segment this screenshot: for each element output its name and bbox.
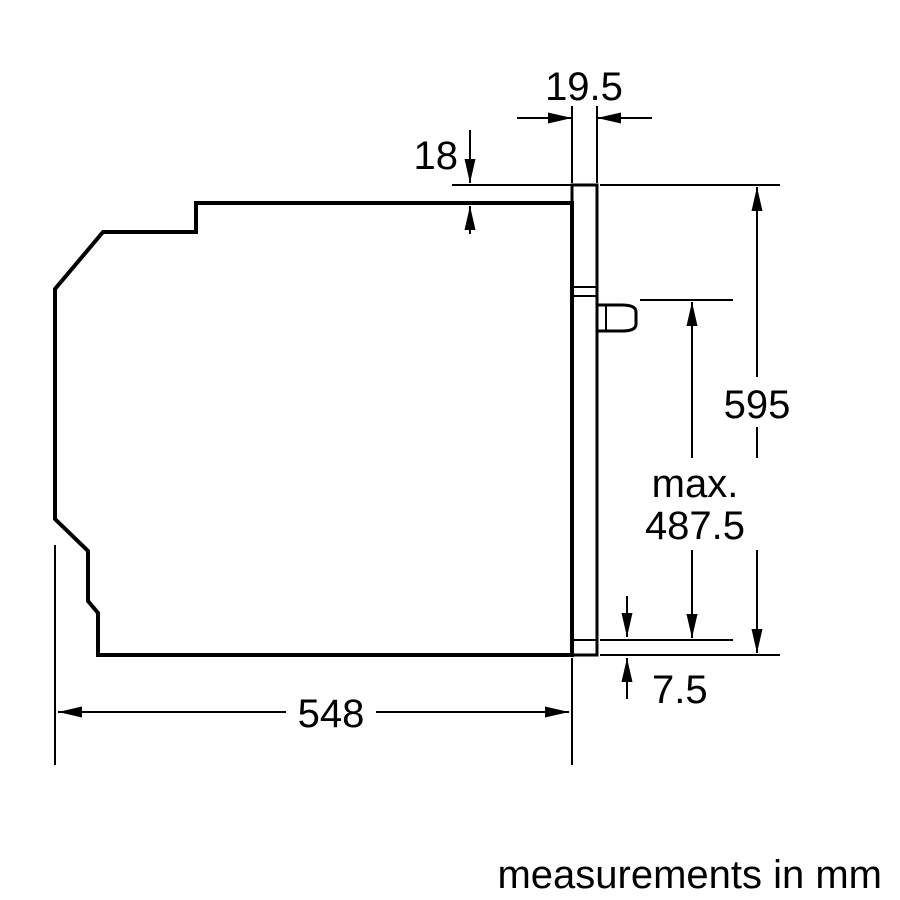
- dim-label-front-protrusion: 19.5: [545, 65, 623, 109]
- control-knob: [597, 303, 638, 333]
- dim-label-max-value: 487.5: [645, 504, 745, 548]
- label-mask: [634, 458, 758, 550]
- appliance-body-outline: [53, 201, 574, 657]
- dim-label-max: max.: [652, 462, 739, 506]
- dim-label-bottom-offset: 7.5: [652, 668, 708, 712]
- dim-max-height: max. 487.5: [634, 299, 758, 638]
- units-note: measurements in mm: [497, 853, 882, 897]
- dim-front-protrusion: 19.5: [517, 65, 652, 183]
- label-mask: [286, 686, 376, 736]
- dim-bottom-offset: 7.5: [600, 596, 733, 712]
- front-panel: [570, 183, 599, 657]
- dim-label-top-overhang: 18: [414, 134, 459, 178]
- label-mask: [712, 377, 802, 427]
- dim-height: 595: [600, 184, 802, 656]
- dim-label-depth: 548: [298, 692, 365, 736]
- body-profile-path: [53, 201, 574, 657]
- dim-label-height: 595: [724, 383, 791, 427]
- front-panel-rect: [570, 183, 599, 657]
- dim-depth: 548: [54, 545, 573, 765]
- dim-top-overhang: 18: [414, 130, 572, 234]
- knob-shape: [597, 303, 638, 333]
